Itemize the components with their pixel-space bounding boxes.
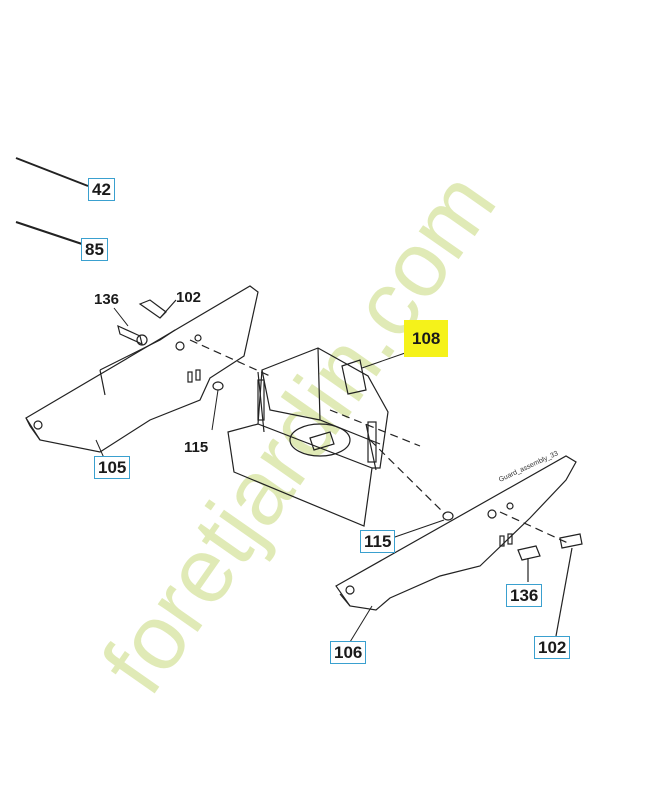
watermark-text: foretjardin.com xyxy=(83,155,516,712)
watermark: foretjardin.com xyxy=(83,155,516,712)
washer-115-right xyxy=(391,511,454,539)
callout-85: 85 xyxy=(81,238,108,261)
callout-136-right: 136 xyxy=(506,584,543,607)
leader-42 xyxy=(15,157,89,187)
callout-108-highlighted: 108 xyxy=(404,320,449,357)
leader-105 xyxy=(95,439,105,459)
washer-115-left xyxy=(211,381,224,431)
callout-42: 42 xyxy=(88,178,115,201)
leader-106 xyxy=(349,605,373,643)
bolt-136-right xyxy=(517,545,541,582)
side-plate-106 xyxy=(335,455,577,611)
callout-115-left: 115 xyxy=(184,439,209,456)
housing-108 xyxy=(227,347,389,527)
leader-85 xyxy=(15,221,83,245)
callout-106: 106 xyxy=(330,641,367,664)
callout-115-right: 115 xyxy=(360,530,396,553)
leader-136-top xyxy=(113,307,129,327)
callout-102-bottom: 102 xyxy=(534,636,571,659)
part-code: Guard_assembly_33 xyxy=(498,450,560,484)
callout-102-top: 102 xyxy=(176,289,202,306)
callout-105: 105 xyxy=(94,456,131,479)
side-plate-105 xyxy=(25,285,259,453)
bolt-102-top xyxy=(138,299,177,319)
callout-136-top: 136 xyxy=(94,291,120,308)
leader-108 xyxy=(361,351,409,369)
bolt-102-right xyxy=(555,533,583,637)
bolt-136-top xyxy=(117,324,148,346)
